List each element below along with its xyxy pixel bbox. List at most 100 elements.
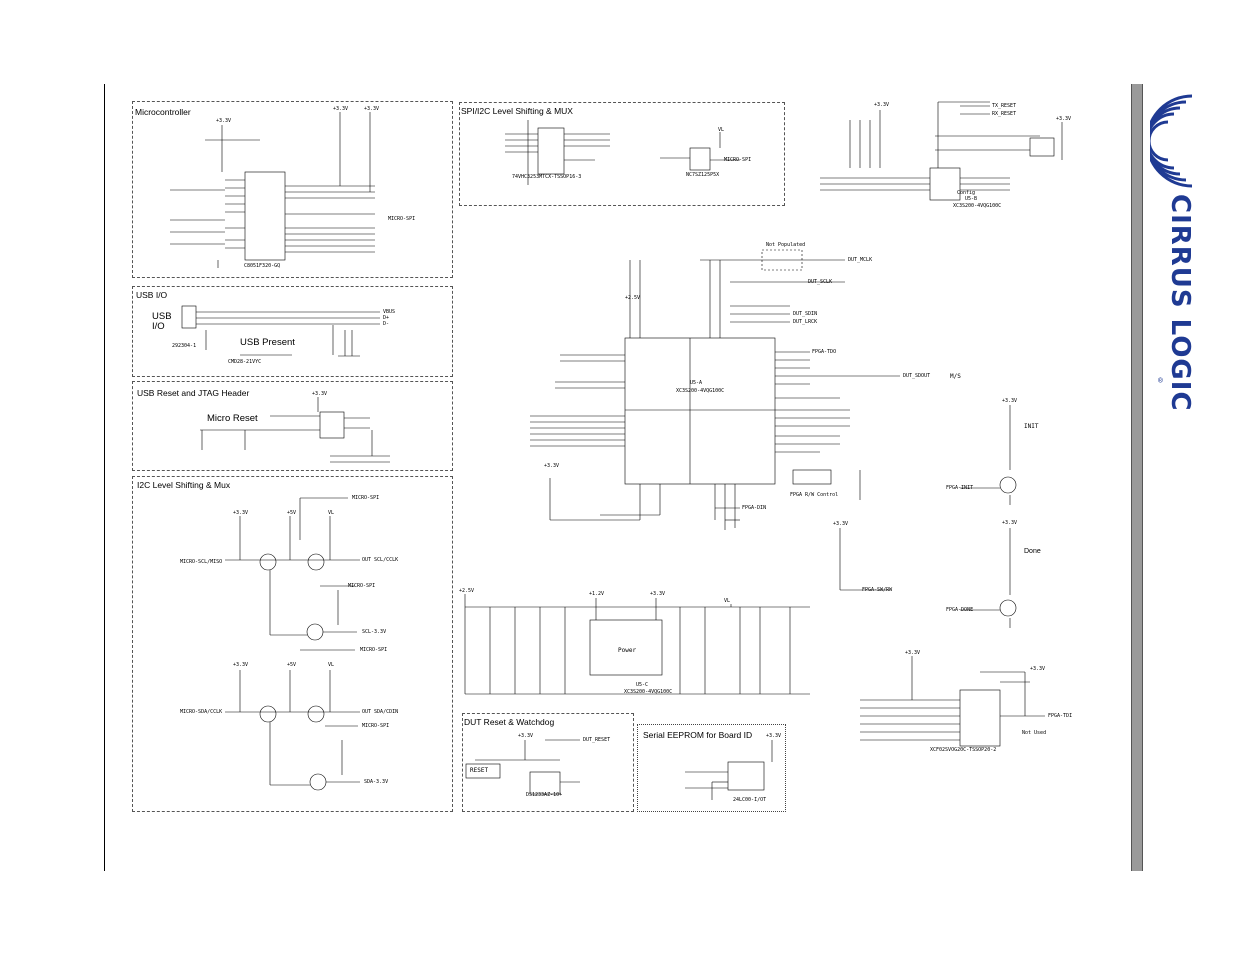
i2c-level-title: I2C Level Shifting & Mux (137, 480, 231, 490)
rail-i2c-vla: VL (328, 510, 335, 516)
usb-connector-name: 292304-1 (172, 343, 197, 349)
cirrus-logic-logo: CIRRUS LOGIC ® (1150, 86, 1200, 412)
config-label: Config (957, 190, 976, 196)
net-dut-mclk: DUT_MCLK (848, 257, 873, 263)
rail-done-33: +3.3V (1002, 520, 1018, 526)
rail-power-12: +1.2V (589, 591, 605, 597)
power-label: Power (618, 647, 637, 654)
rail-i2c-33b: +3.3V (233, 662, 249, 668)
net-out-sda: OUT SDA/CDIN (362, 709, 399, 715)
fpga-c-id: U5-C (636, 682, 649, 688)
not-populated-label: Not Populated (766, 242, 806, 248)
rail-i2c-5b: +5V (287, 662, 297, 668)
rail-top-33: +3.3V (874, 102, 890, 108)
rail-power-33: +3.3V (650, 591, 666, 597)
usb-io-title: USB I/O (136, 290, 168, 300)
rail-jtag-33: +3.3V (312, 391, 328, 397)
usb-io-big-label: USB I/O (152, 311, 172, 332)
net-micro-spi-e: MICRO-SPI (362, 723, 390, 729)
rail-power-vl: VL (724, 598, 731, 604)
rail-dut-33: +3.3V (518, 733, 534, 739)
net-scl-33: SCL-3.3V (362, 629, 387, 635)
rail-fpga-25: +2.5V (625, 295, 641, 301)
init-label: INIT (1024, 423, 1039, 430)
net-out-scl: OUT SCL/CCLK (362, 557, 399, 563)
net-dminus: D- (383, 321, 390, 327)
logo-emblem-icon (1150, 94, 1193, 188)
rail-prom-33: +3.3V (1056, 116, 1072, 122)
net-fpga-init: FPGA-INIT (946, 485, 974, 491)
eeprom-chip-name: 24LC00-I/OT (733, 797, 767, 803)
net-dut-sclk: DUT_SCLK (808, 279, 833, 285)
eeprom-title: Serial EEPROM for Board ID (643, 730, 753, 740)
not-used-label: Not Used (1022, 730, 1047, 736)
led-part-name: CMD28-21VYC (228, 359, 262, 365)
rail-led-33b: +3.3V (364, 106, 380, 112)
rail-init-33: +3.3V (1002, 398, 1018, 404)
rail-fpga-33a: +3.3V (544, 463, 560, 469)
spi-i2c-section (459, 102, 785, 206)
prom-chip-name: XCF02SVOG20C-TSSOP20-2 (930, 747, 997, 753)
net-sda-33: SDA-3.3V (364, 779, 389, 785)
net-dut-sdout: DUT_SDOUT (903, 373, 931, 379)
spi-i2c-title: SPI/I2C Level Shifting & MUX (461, 106, 573, 116)
micro-chip-name: C8051F320-GQ (244, 263, 281, 269)
net-vbus: VBUS (383, 309, 396, 315)
dut-reset-section (462, 713, 634, 812)
i2c-level-section (132, 476, 453, 812)
net-rx-reset: RX_RESET (992, 111, 1017, 117)
net-micro-sda: MICRO-SDA/CCLK (180, 709, 223, 715)
fpga-b-id: U5-B (965, 196, 978, 202)
left-border-line (104, 84, 105, 871)
rail-prom-33c: +3.3V (1030, 666, 1046, 672)
usb-reset-jtag-title: USB Reset and JTAG Header (137, 388, 250, 398)
net-ms: M/S (950, 373, 961, 380)
net-dut-reset: DUT_RESET (583, 737, 611, 743)
micro-reset-label: Micro Reset (207, 413, 258, 424)
rail-led-33a: +3.3V (333, 106, 349, 112)
rail-i2c-33a: +3.3V (233, 510, 249, 516)
rail-i2c-vlb: VL (328, 662, 335, 668)
net-micro-spi-f: MICRO-SPI (724, 157, 752, 163)
net-fpga-sw-rw: FPGA-SW/RW (862, 587, 893, 593)
reset-button[interactable]: RESET (470, 767, 489, 774)
fpga-b-name: XC3S200-4VQG100C (953, 203, 1002, 209)
rail-eeprom-33: +3.3V (766, 733, 782, 739)
eeprom-section (637, 724, 786, 812)
net-fpga-tdi: FPGA-TDI (1048, 713, 1073, 719)
net-fpga-tdo: FPGA-TDO (812, 349, 837, 355)
fpga-control-label: FPGA R/W Control (790, 492, 839, 498)
microcontroller-section (132, 101, 453, 278)
mux-chip-name: 74VHC3253MTCX-TSSOP16-3 (512, 174, 582, 180)
dut-reset-title: DUT Reset & Watchdog (464, 717, 555, 727)
usb-present-label: USB Present (240, 337, 295, 348)
net-micro-scl: MICRO-SCL/MISO (180, 559, 223, 565)
rail-i2c-5a: +5V (287, 510, 297, 516)
net-fpga-din: FPGA-DIN (742, 505, 767, 511)
rail-power-25: +2.5V (459, 588, 475, 594)
net-dut-sdin: DUT_SDIN (793, 311, 818, 317)
fpga-c-name: XC3S200-4VQG100C (624, 689, 673, 695)
net-fpga-done: FPGA-DONE (946, 607, 974, 613)
net-tx-reset: TX_RESET (992, 103, 1017, 109)
net-micro-spi-b: MICRO-SPI (352, 495, 380, 501)
microcontroller-title: Microcontroller (135, 107, 191, 117)
page-side-bar (1131, 84, 1143, 871)
brand-registered: ® (1158, 376, 1163, 385)
net-dut-lrck: DUT_LRCK (793, 319, 818, 325)
watchdog-chip-name: DS1233AZ-10+ (526, 792, 563, 798)
net-micro-spi-a: MICRO-SPI (388, 216, 416, 222)
rail-spi-vl: VL (718, 127, 725, 133)
rail-prom-33b: +3.3V (905, 650, 921, 656)
rail-micro-33: +3.3V (216, 118, 232, 124)
usb-reset-jtag-section (132, 381, 453, 471)
fpga-a-name: XC3S200-4VQG100C (676, 388, 725, 394)
net-micro-spi-d: MICRO-SPI (360, 647, 388, 653)
buffer-chip-name: NC7SZ125P5X (686, 172, 720, 178)
net-dplus: D+ (383, 315, 390, 321)
rail-led-33c: +3.3V (833, 521, 849, 527)
net-micro-spi-c: MICRO-SPI (348, 583, 376, 589)
usb-io-section (132, 286, 453, 377)
fpga-a-id: U5-A (690, 380, 703, 386)
